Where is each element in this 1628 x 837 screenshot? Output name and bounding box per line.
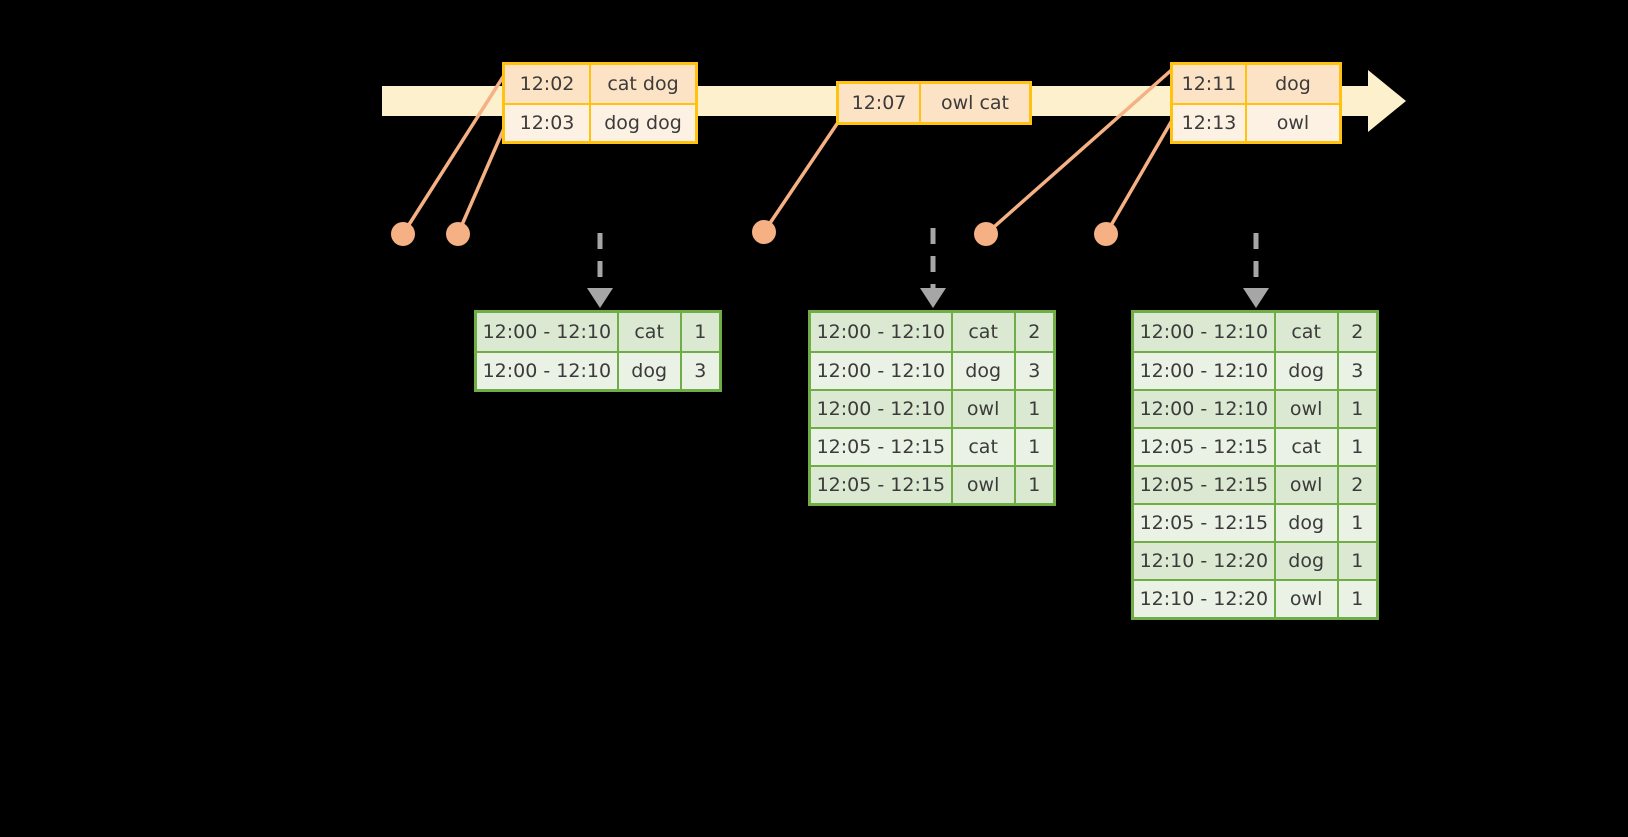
cell-count: 1 bbox=[1028, 398, 1041, 420]
event-dot bbox=[974, 222, 998, 246]
event-row: 12:02 cat dog bbox=[505, 65, 695, 103]
dashed-arrow-head-icon bbox=[587, 288, 613, 308]
cell-window: 12:00 - 12:10 bbox=[811, 391, 953, 427]
event-text: dog bbox=[1275, 73, 1311, 95]
event-row: 12:13 owl bbox=[1173, 103, 1339, 141]
event-box-c[interactable]: 12:11 dog 12:13 owl bbox=[1170, 62, 1342, 144]
cell-count: 2 bbox=[1351, 474, 1364, 496]
cell-window: 12:00 - 12:10 bbox=[811, 353, 953, 389]
event-text: owl cat bbox=[940, 92, 1010, 114]
cell-count: 1 bbox=[1351, 550, 1364, 572]
cell-window: 12:05 - 12:15 bbox=[811, 467, 953, 503]
cell-count: 3 bbox=[694, 360, 707, 382]
timeline-arrowhead-icon bbox=[1368, 70, 1406, 132]
cell-window: 12:05 - 12:15 bbox=[1134, 505, 1276, 541]
event-time: 12:02 bbox=[505, 65, 591, 103]
event-text: cat dog bbox=[607, 73, 679, 95]
cell-key: owl bbox=[953, 467, 1016, 503]
dashed-arrow-head-icon bbox=[920, 288, 946, 308]
event-dot bbox=[446, 222, 470, 246]
cell-count: 1 bbox=[1351, 512, 1364, 534]
cell-window: 12:10 - 12:20 bbox=[1134, 581, 1276, 617]
cell-key: owl bbox=[953, 391, 1016, 427]
event-time: 12:13 bbox=[1173, 105, 1247, 141]
cell-key: cat bbox=[1276, 429, 1339, 465]
event-text: dog dog bbox=[604, 112, 682, 134]
event-time: 12:11 bbox=[1173, 65, 1247, 103]
event-dot bbox=[752, 220, 776, 244]
cell-window: 12:00 - 12:10 bbox=[1134, 391, 1276, 427]
cell-key: cat bbox=[953, 429, 1016, 465]
cell-window: 12:10 - 12:20 bbox=[1134, 543, 1276, 579]
event-dots bbox=[391, 220, 1118, 246]
connector-line bbox=[762, 111, 847, 233]
cell-count: 1 bbox=[1028, 436, 1041, 458]
cell-window: 12:05 - 12:15 bbox=[1134, 467, 1276, 503]
cell-window: 12:00 - 12:10 bbox=[811, 313, 953, 351]
cell-count: 1 bbox=[1351, 398, 1364, 420]
dashed-arrow-head-icon bbox=[1243, 288, 1269, 308]
cell-count: 1 bbox=[694, 321, 707, 343]
cell-count: 3 bbox=[1028, 360, 1041, 382]
cell-key: owl bbox=[1276, 467, 1339, 503]
cell-count: 3 bbox=[1351, 360, 1364, 382]
cell-count: 2 bbox=[1028, 321, 1041, 343]
cell-window: 12:00 - 12:10 bbox=[477, 353, 619, 389]
dashed-arrows bbox=[587, 228, 1269, 308]
cell-window: 12:00 - 12:10 bbox=[1134, 313, 1276, 351]
cell-window: 12:00 - 12:10 bbox=[477, 313, 619, 351]
connector-line bbox=[1104, 109, 1180, 235]
cell-key: cat bbox=[619, 313, 682, 351]
cell-key: owl bbox=[1276, 581, 1339, 617]
cell-key: dog bbox=[1276, 543, 1339, 579]
cell-count: 1 bbox=[1351, 436, 1364, 458]
event-dot bbox=[391, 222, 415, 246]
cell-window: 12:05 - 12:15 bbox=[1134, 429, 1276, 465]
cell-key: dog bbox=[953, 353, 1016, 389]
cell-key: cat bbox=[953, 313, 1016, 351]
event-dot bbox=[1094, 222, 1118, 246]
cell-window: 12:00 - 12:10 bbox=[1134, 353, 1276, 389]
cell-window: 12:05 - 12:15 bbox=[811, 429, 953, 465]
event-time: 12:07 bbox=[839, 84, 921, 122]
event-box-a[interactable]: 12:02 cat dog 12:03 dog dog bbox=[502, 62, 698, 144]
event-text: owl bbox=[1276, 112, 1310, 134]
cell-key: owl bbox=[1276, 391, 1339, 427]
cell-key: dog bbox=[1276, 353, 1339, 389]
event-row: 12:03 dog dog bbox=[505, 103, 695, 141]
event-row: 12:07 owl cat bbox=[839, 84, 1029, 122]
cell-key: dog bbox=[1276, 505, 1339, 541]
cell-key: cat bbox=[1276, 313, 1339, 351]
cell-count: 2 bbox=[1351, 321, 1364, 343]
event-time: 12:03 bbox=[505, 105, 591, 141]
event-row: 12:11 dog bbox=[1173, 65, 1339, 103]
event-box-b[interactable]: 12:07 owl cat bbox=[836, 81, 1032, 125]
cell-count: 1 bbox=[1351, 588, 1364, 610]
cell-key: dog bbox=[619, 353, 682, 389]
cell-count: 1 bbox=[1028, 474, 1041, 496]
